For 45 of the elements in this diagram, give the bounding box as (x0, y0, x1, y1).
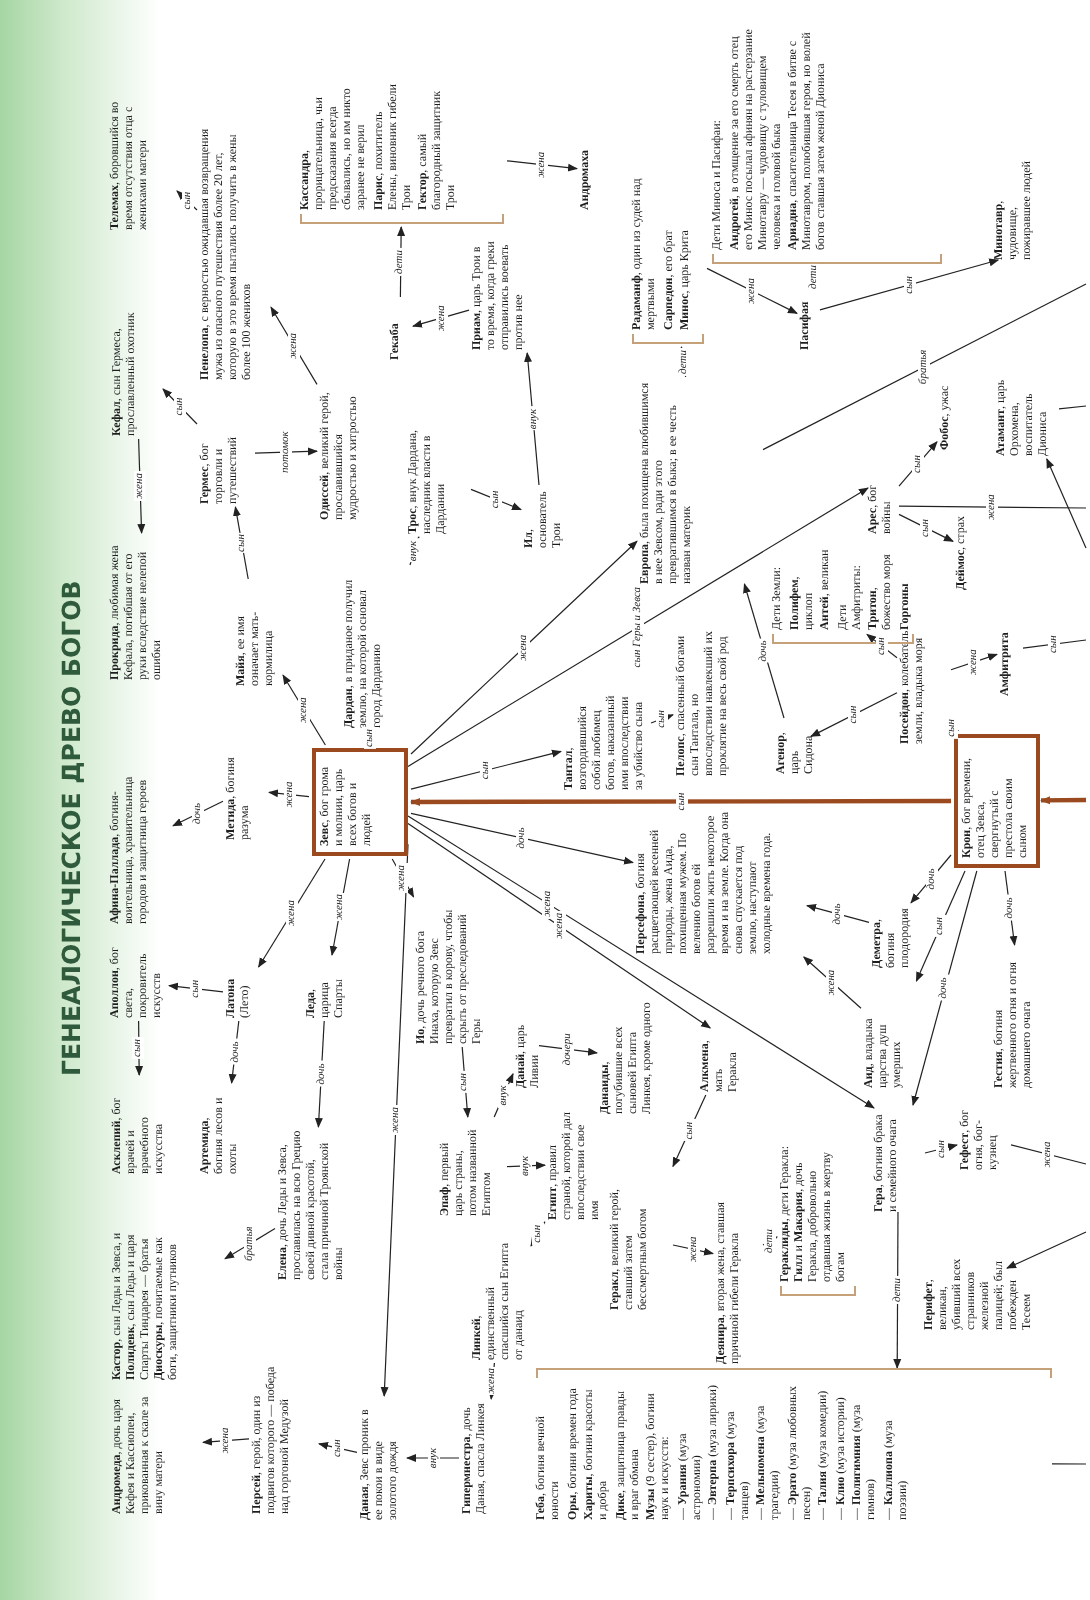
arrow (915, 870, 966, 982)
arrow (898, 513, 954, 542)
arrow (1006, 1231, 1087, 1269)
arrow (706, 267, 798, 314)
arrow (819, 258, 1000, 311)
arrow (538, 1045, 598, 1056)
connector-line (762, 283, 1087, 451)
title: ГЕНЕАЛОГИЧЕСКОЕ ДРЕВО БОГОВ (56, 580, 86, 1076)
arrow (810, 692, 898, 737)
connector-line (1058, 405, 1087, 410)
arrow (282, 674, 326, 746)
arrow (911, 870, 978, 1106)
arrow (506, 1161, 546, 1170)
arrow (412, 309, 470, 328)
deity-box (954, 734, 1040, 868)
arrow (318, 1441, 358, 1453)
connector-line (1010, 1144, 1087, 1165)
arrow (270, 306, 318, 385)
arrow (407, 815, 875, 1109)
bracket-group (536, 1368, 1052, 1520)
arrow (224, 1228, 276, 1260)
arrow (410, 540, 638, 755)
arrow (678, 346, 687, 378)
arrow (410, 798, 951, 806)
arrow (950, 653, 998, 671)
connector-line (898, 505, 1087, 509)
arrow (254, 447, 318, 456)
arrow (258, 858, 326, 968)
arrow (1046, 458, 1087, 549)
arrow (407, 823, 712, 1029)
bracket-group (712, 28, 942, 264)
arrow (806, 904, 870, 923)
arrow (506, 160, 578, 172)
arrow (407, 487, 869, 767)
arrow (910, 854, 952, 904)
arrow (168, 982, 224, 993)
connector-line (1022, 639, 1087, 649)
arrow (924, 1143, 958, 1154)
arrow (410, 749, 562, 790)
connector-line (1051, 1463, 1087, 1465)
deity-box (312, 748, 408, 856)
arrow (803, 956, 862, 1009)
arrow (1040, 796, 1087, 805)
arrow (172, 800, 224, 827)
arrow (410, 812, 634, 865)
